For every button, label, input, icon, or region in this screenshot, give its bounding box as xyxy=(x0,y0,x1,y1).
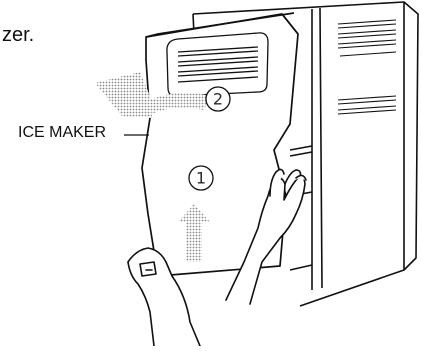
caption-fragment: zer. xyxy=(2,24,34,47)
step-marker-2: 2 xyxy=(206,87,230,111)
step-number-2: 2 xyxy=(213,90,223,109)
compartment-vents xyxy=(338,20,396,114)
step-number-1: 1 xyxy=(196,169,206,188)
ice-maker-label: ICE MAKER xyxy=(18,124,106,142)
removal-arrow-2-head xyxy=(95,72,152,118)
step-marker-1: 1 xyxy=(189,166,213,190)
